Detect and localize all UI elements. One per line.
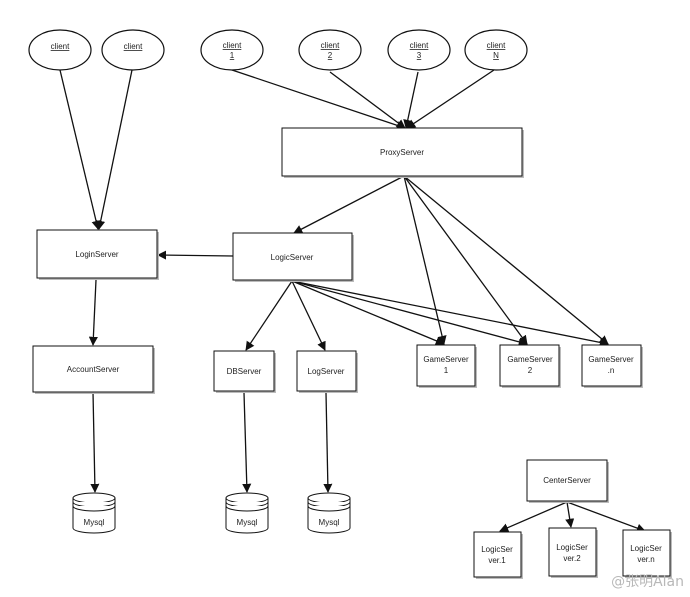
logic-server-label: LogicSer — [556, 543, 588, 552]
client-label: client — [51, 42, 70, 51]
edge-logic-to-game2 — [291, 280, 528, 347]
client-index: 1 — [230, 51, 235, 60]
game-server-index: 1 — [444, 366, 449, 375]
client-label: client — [410, 41, 429, 50]
login-server-node: LoginServer — [36, 229, 159, 280]
mysql-label: Mysql — [84, 518, 105, 527]
game-server-n-node: GameServer .n — [581, 344, 643, 388]
game-server-label: GameServer — [588, 355, 634, 364]
game-server-label: GameServer — [507, 355, 553, 364]
edge-client-to-login — [59, 69, 101, 230]
client-label: client — [487, 41, 506, 50]
edge-proxy-to-logic — [293, 175, 405, 234]
edge-client-to-login — [96, 69, 133, 230]
edge-log-to-mysql — [323, 392, 333, 493]
center-logic-server-n-node: LogicSer ver.n — [622, 529, 672, 578]
center-server-node: CenterServer — [526, 459, 609, 503]
edge-logic-to-login — [157, 250, 234, 260]
log-server-node: LogServer — [296, 350, 358, 393]
logic-server-index: ver.2 — [563, 554, 581, 563]
mysql-label: Mysql — [237, 518, 258, 527]
center-logic-server-1-node: LogicSer ver.1 — [473, 531, 523, 579]
client-3-node: client 3 — [387, 29, 451, 71]
edge-proxy-to-gamen — [403, 175, 609, 345]
logic-server-index: ver.1 — [488, 556, 506, 565]
edge-client3-to-proxy — [403, 71, 419, 129]
center-logic-server-2-node: LogicSer ver.2 — [548, 527, 598, 578]
mysql-database-icon: Mysql — [72, 492, 116, 534]
edge-center-to-logic1 — [499, 501, 568, 532]
client-2-node: client 2 — [298, 29, 362, 71]
game-server-2-node: GameServer 2 — [499, 344, 561, 388]
edge-client1-to-proxy — [231, 69, 406, 130]
game-server-index: .n — [608, 366, 615, 375]
account-server-label: AccountServer — [67, 365, 120, 374]
client-label: client — [124, 42, 143, 51]
login-server-label: LoginServer — [75, 250, 118, 259]
edge-center-to-logic2 — [565, 501, 575, 528]
center-server-label: CenterServer — [543, 476, 591, 485]
edge-client2-to-proxy — [329, 71, 406, 129]
edge-logic-to-db — [245, 280, 293, 351]
db-server-label: DBServer — [227, 367, 262, 376]
edge-proxy-to-game1 — [403, 175, 447, 345]
db-server-node: DBServer — [213, 350, 276, 393]
mysql-database-icon: Mysql — [307, 492, 351, 534]
game-server-index: 2 — [528, 366, 533, 375]
client-1-node: client 1 — [200, 29, 264, 71]
edge-logic-to-game1 — [291, 280, 445, 346]
edge-account-to-mysql — [90, 391, 100, 493]
edge-login-to-account — [88, 279, 98, 346]
logic-server-label: LogicSer — [630, 544, 662, 553]
logic-server-label: LogicSer — [481, 545, 513, 554]
client-node: client — [101, 29, 165, 71]
log-server-label: LogServer — [308, 367, 345, 376]
game-server-label: GameServer — [423, 355, 469, 364]
client-node: client — [28, 29, 92, 71]
edge-center-to-logicn — [566, 501, 646, 533]
account-server-node: AccountServer — [32, 345, 155, 394]
edge-logic-to-gamen — [291, 280, 609, 347]
watermark: @张明Alan — [611, 574, 684, 590]
edge-proxy-to-game2 — [403, 175, 528, 345]
client-index: 3 — [417, 51, 422, 60]
mysql-label: Mysql — [319, 518, 340, 527]
client-n-node: client N — [464, 29, 528, 71]
game-server-1-node: GameServer 1 — [416, 344, 477, 388]
client-label: client — [223, 41, 242, 50]
client-index: N — [493, 51, 499, 60]
proxy-server-label: ProxyServer — [380, 148, 424, 157]
client-index: 2 — [328, 51, 333, 60]
edge-logic-to-log — [291, 280, 326, 351]
client-label: client — [321, 41, 340, 50]
edge-db-to-mysql — [242, 392, 252, 493]
edges — [59, 69, 646, 533]
mysql-database-icon: Mysql — [225, 492, 269, 534]
logic-server-label: LogicServer — [271, 253, 314, 262]
proxy-server-node: ProxyServer — [281, 127, 524, 178]
edge-clientn-to-proxy — [406, 69, 495, 129]
logic-server-node: LogicServer — [232, 232, 354, 282]
logic-server-index: ver.n — [637, 555, 654, 564]
